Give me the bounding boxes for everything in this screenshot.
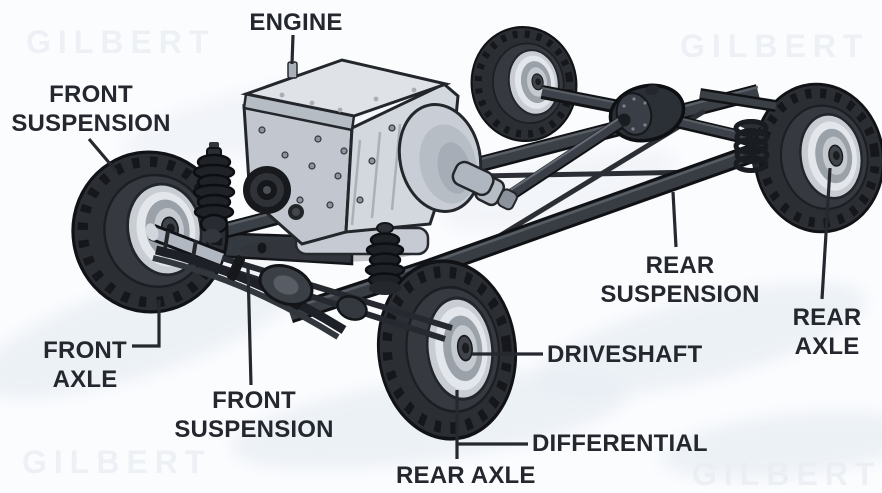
center-boot [364,222,406,295]
label-line: AXLE [52,366,118,393]
label-line: DIFFERENTIAL [532,430,708,457]
leader-front-axle [132,300,161,348]
differential-part [608,83,686,143]
label-driveshaft: DRIVESHAFT [547,340,702,369]
rear-suspension-part [699,88,777,173]
front-axle-part [145,223,226,267]
leader-rear-suspension [671,191,678,248]
label-engine: ENGINE [249,8,342,37]
label-line: FRONT [49,81,133,108]
driveshaft-part [474,113,631,211]
label-line: REAR [792,304,862,331]
leader-front-suspension-upper [87,137,119,174]
label-front-suspension-lower: FRONT SUSPENSION [174,386,333,444]
label-differential: DIFFERENTIAL [532,429,708,458]
bushing [258,263,314,307]
leader-engine [290,34,295,65]
label-line: FRONT [212,387,296,414]
label-engine-text: ENGINE [249,9,343,36]
label-rear-axle-side: REAR AXLE [793,303,862,361]
watermark-top-left: GILBERT [26,24,216,60]
watermark-top-right: GILBERT [680,28,870,64]
label-line: SUSPENSION [11,110,171,137]
crank-pulley [243,166,304,220]
label-line: FRONT [43,337,127,364]
engine-top-stub [287,61,298,79]
engine-part [240,58,495,262]
leader-rear-axle-side [820,167,832,300]
label-line: REAR [645,252,715,279]
label-line: REAR AXLE [396,462,536,489]
label-rear-axle-bottom: REAR AXLE [396,461,536,490]
label-front-axle: FRONT AXLE [43,336,127,394]
label-rear-suspension: REAR SUSPENSION [600,251,759,309]
watermark-bottom-left: GILBERT [22,444,212,480]
bushing-small [336,295,368,321]
label-line: SUSPENSION [600,281,760,308]
wheel-rear-left [463,20,584,149]
front-suspension-part [152,245,453,342]
leader-lines [87,34,832,459]
label-line: SUSPENSION [174,416,334,443]
label-line: AXLE [794,333,860,360]
front-shock-boot [192,142,236,243]
leader-front-suspension-lower [246,267,253,386]
label-front-suspension-upper: FRONT SUSPENSION [11,80,170,138]
label-line: DRIVESHAFT [547,341,703,368]
